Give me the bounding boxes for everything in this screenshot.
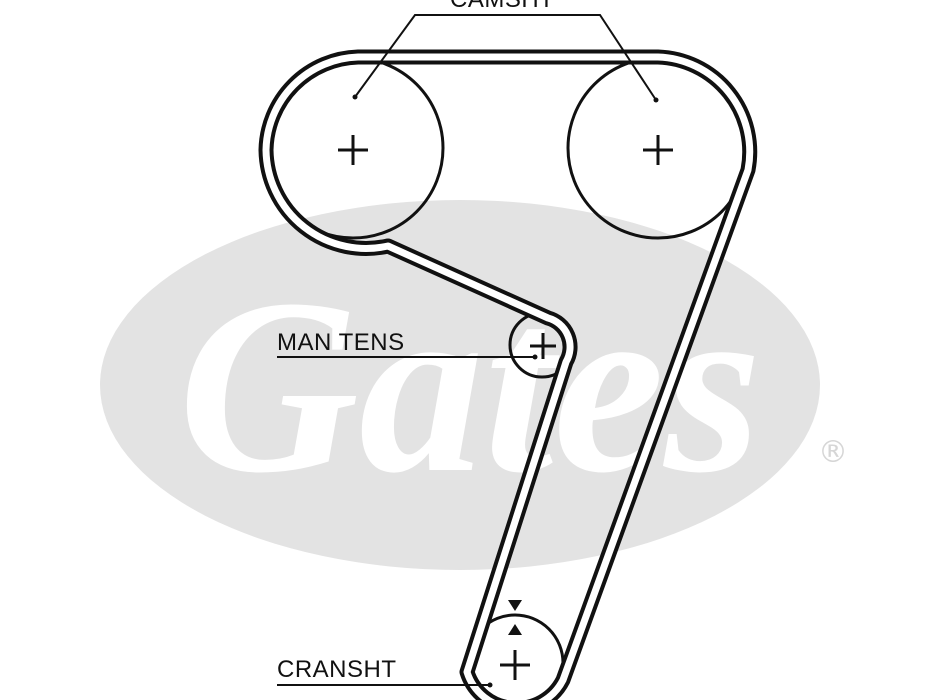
registered-mark: ®: [818, 435, 848, 470]
plus-icon: [530, 333, 556, 359]
plus-icon: [500, 650, 530, 680]
camshaft-label: CAMSHT: [450, 0, 554, 13]
camshaft-leader: [354, 14, 657, 101]
timing-belt-inner: [262, 53, 754, 700]
cransht-leader-dot: [487, 682, 493, 688]
crankshaft-label: CRANSHT: [277, 656, 397, 683]
leader-lines: [277, 14, 657, 686]
camshaft-leader-dot-left: [352, 94, 358, 100]
pulley-centers: [338, 135, 673, 680]
triangle-mark-icon: [508, 600, 522, 635]
gates-watermark-logo: Gates ®: [100, 200, 848, 570]
camshaft-leader-dot-right: [653, 97, 659, 103]
plus-icon: [643, 135, 673, 165]
plus-icon: [338, 135, 368, 165]
manual-tensioner-label: MAN TENS: [277, 329, 405, 356]
man-tens-leader-dot: [532, 354, 538, 360]
